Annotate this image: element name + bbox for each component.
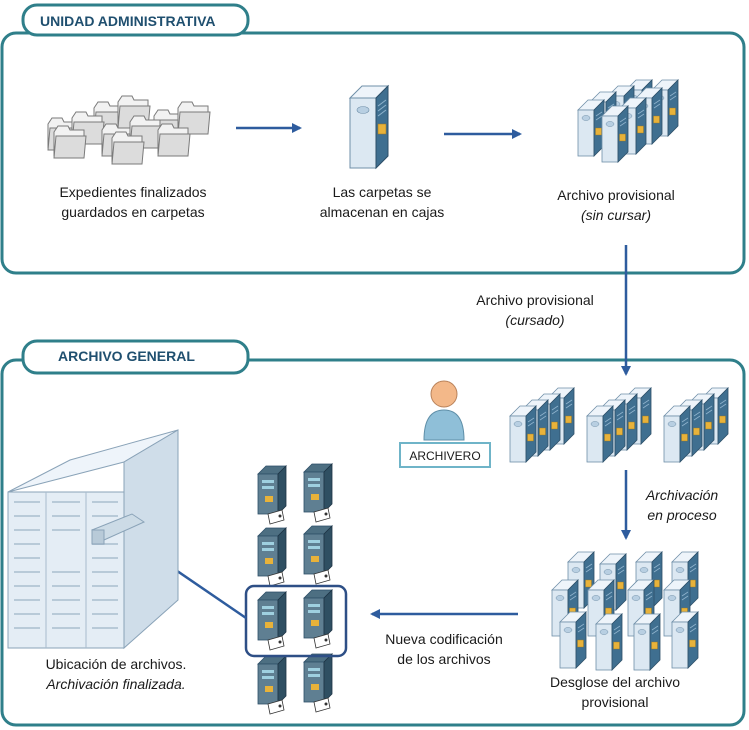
desglose-label-line2: provisional [582,694,649,710]
ubicacion-label-line2: Archivación finalizada. [45,676,185,692]
archivist-person-icon [423,380,465,441]
cursado-label-line1: Archivo provisional [476,292,594,308]
folders-label-line1: Expedientes finalizados [59,184,206,200]
admin-section-title: UNIDAD ADMINISTRATIVA [40,13,216,29]
codificacion-label-line2: de los archivos [397,651,490,667]
ubicacion-label-line1: Ubicación de archivos. [46,656,187,672]
selected-units-highlight [244,584,348,658]
provisional-label-line2: (sin cursar) [581,207,651,223]
archivist-label: ARCHIVERO [409,449,480,463]
archivacion-label-line2: en proceso [647,507,716,523]
admin-section-tab: UNIDAD ADMINISTRATIVA [21,3,250,37]
archivist-tag [399,442,491,468]
codificacion-label-line1: Nueva codificación [385,631,503,647]
admin-section-frame [0,31,746,275]
archivacion-label-line1: Archivación [645,487,719,503]
filing-cabinet-icon [7,429,179,650]
cursado-stacks-icon [509,387,729,463]
desglose-label-line1: Desglose del archivo [550,674,680,690]
cursado-label-line2: (cursado) [505,312,564,328]
general-section-frame [0,358,746,727]
coded-units-icon [257,463,333,715]
general-section-title: ARCHIVO GENERAL [58,348,195,364]
boxes-label-line2: almacenan en cajas [320,204,445,220]
folders-icon [47,95,211,165]
folders-label-line2: guardados en carpetas [61,204,204,220]
provisional-label-line1: Archivo provisional [557,187,675,203]
desglose-boxes-icon [551,551,699,671]
document-box-icon [349,85,389,169]
provisional-archive-icon [577,79,679,163]
general-section-tab: ARCHIVO GENERAL [21,339,250,375]
boxes-label-line1: Las carpetas se [333,184,432,200]
